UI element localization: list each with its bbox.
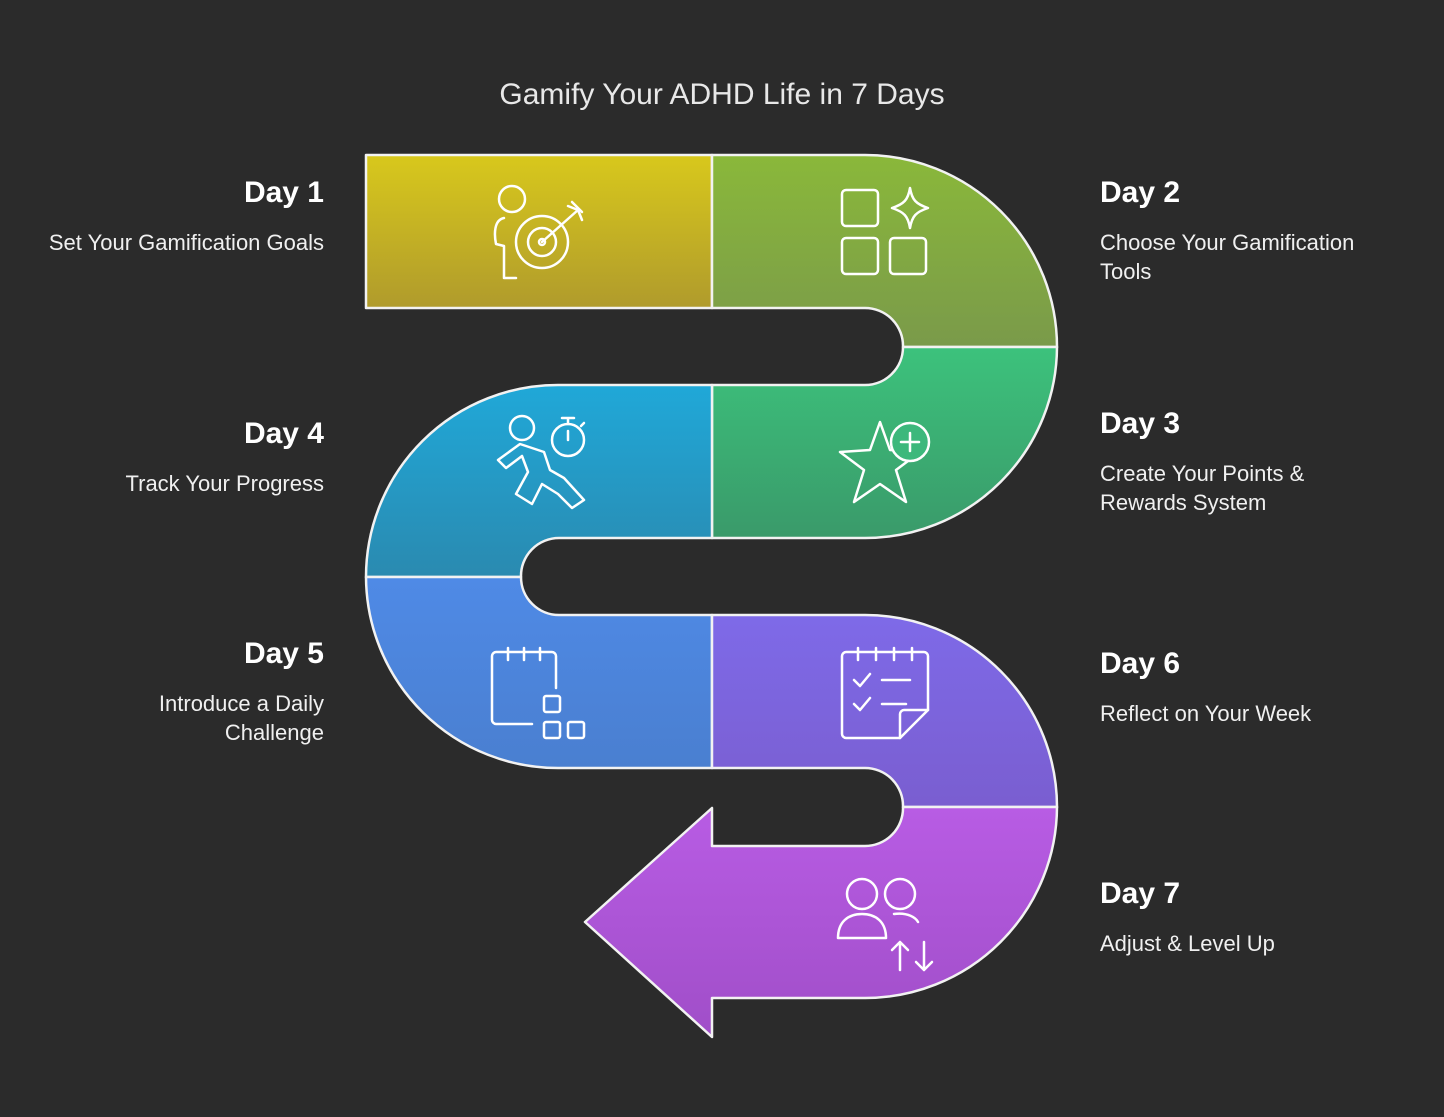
step-label-day-7: Day 7 Adjust & Level Up <box>1100 876 1400 958</box>
segment-day-2 <box>710 153 1059 349</box>
segment-day-5 <box>364 575 714 770</box>
day-number: Day 6 <box>1100 647 1181 680</box>
step-label-day-1: Day 1 Set Your Gamification Goals <box>24 175 324 257</box>
step-label-day-6: Day 6 Reflect on Your Week <box>1100 646 1400 728</box>
day-number: Day 3 <box>1100 407 1181 440</box>
day-number: Day 7 <box>1100 877 1181 910</box>
day-number: Day 2 <box>1100 176 1181 209</box>
calendar-checklist-icon <box>840 646 930 740</box>
day-description: Adjust & Level Up <box>1100 931 1275 956</box>
target-person-icon <box>493 184 584 280</box>
segment-day-7-arrow <box>583 805 1059 1039</box>
step-label-day-3: Day 3 Create Your Points & Rewards Syste… <box>1100 406 1400 517</box>
segment-day-1 <box>364 153 714 310</box>
calendar-blocks-icon <box>490 646 586 740</box>
runner-stopwatch-icon <box>496 414 586 510</box>
day-description: Track Your Progress <box>125 471 325 496</box>
users-exchange-icon <box>836 877 934 972</box>
segment-day-4 <box>364 383 714 579</box>
day-description: Reflect on Your Week <box>1100 701 1312 726</box>
day-number: Day 1 <box>243 176 324 209</box>
grid-sparkle-icon <box>840 186 930 276</box>
star-plus-icon <box>838 420 931 504</box>
day-description: Set Your Gamification Goals <box>48 230 324 255</box>
day-description: Create Your Points & Rewards System <box>1100 461 1305 515</box>
day-description: Introduce a Daily Challenge <box>158 691 324 745</box>
segment-day-6 <box>710 613 1059 809</box>
diagram-title: Gamify Your ADHD Life in 7 Days <box>499 78 945 111</box>
day-number: Day 4 <box>243 417 324 450</box>
step-label-day-4: Day 4 Track Your Progress <box>24 416 325 498</box>
step-label-day-2: Day 2 Choose Your Gamification Tools <box>1100 175 1400 286</box>
segment-day-3 <box>710 345 1059 540</box>
step-label-day-5: Day 5 Introduce a Daily Challenge <box>24 636 324 747</box>
day-number: Day 5 <box>243 637 324 670</box>
day-description: Choose Your Gamification Tools <box>1100 230 1355 284</box>
